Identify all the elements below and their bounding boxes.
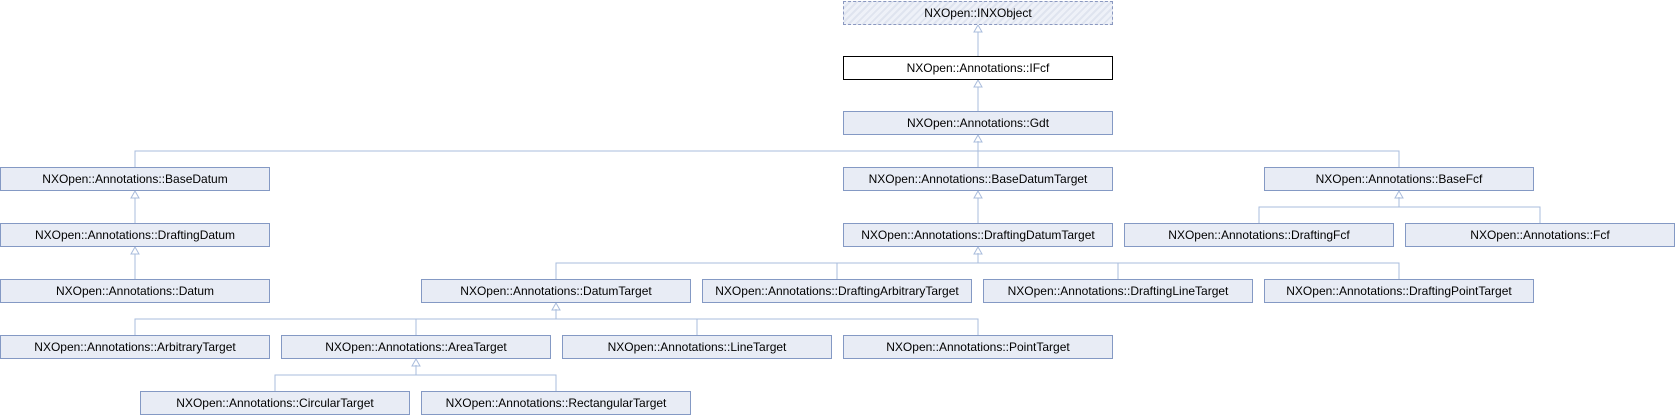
class-node-drafting-datum[interactable]: NXOpen::Annotations::DraftingDatum — [0, 223, 270, 247]
class-node-datum[interactable]: NXOpen::Annotations::Datum — [0, 279, 270, 303]
class-node-ifcf[interactable]: NXOpen::Annotations::IFcf — [843, 56, 1113, 80]
inheritance-arrowhead — [551, 301, 561, 311]
inheritance-edge — [415, 365, 557, 391]
inheritance-edge — [274, 365, 417, 391]
class-node-drafting-fcf[interactable]: NXOpen::Annotations::DraftingFcf — [1124, 223, 1394, 247]
inheritance-arrowhead — [973, 78, 983, 88]
class-node-drafting-datum-target[interactable]: NXOpen::Annotations::DraftingDatumTarget — [843, 223, 1113, 247]
class-node-line-target[interactable]: NXOpen::Annotations::LineTarget — [562, 335, 832, 359]
class-node-drafting-arbitrary-target[interactable]: NXOpen::Annotations::DraftingArbitraryTa… — [702, 279, 972, 303]
class-node-inxobject[interactable]: NXOpen::INXObject — [843, 1, 1113, 25]
inheritance-edge — [977, 253, 1119, 279]
class-node-base-datum[interactable]: NXOpen::Annotations::BaseDatum — [0, 167, 270, 191]
class-node-drafting-point-target[interactable]: NXOpen::Annotations::DraftingPointTarget — [1264, 279, 1534, 303]
inheritance-edge — [134, 141, 979, 167]
inheritance-edge — [555, 253, 979, 279]
inheritance-edge — [836, 253, 979, 279]
inheritance-edge — [134, 309, 557, 335]
inheritance-edge — [415, 309, 557, 335]
inheritance-edge — [977, 253, 1400, 279]
inheritance-edge — [555, 309, 698, 335]
class-node-datum-target[interactable]: NXOpen::Annotations::DatumTarget — [421, 279, 691, 303]
inheritance-arrowhead — [130, 245, 140, 255]
inheritance-arrowhead — [973, 133, 983, 143]
inheritance-arrowhead — [1394, 189, 1404, 199]
inheritance-arrowhead — [973, 245, 983, 255]
class-node-base-fcf[interactable]: NXOpen::Annotations::BaseFcf — [1264, 167, 1534, 191]
inheritance-edge — [555, 309, 979, 335]
class-node-rectangular-target[interactable]: NXOpen::Annotations::RectangularTarget — [421, 391, 691, 415]
class-node-base-datum-target[interactable]: NXOpen::Annotations::BaseDatumTarget — [843, 167, 1113, 191]
inheritance-arrowhead — [130, 189, 140, 199]
class-node-area-target[interactable]: NXOpen::Annotations::AreaTarget — [281, 335, 551, 359]
inheritance-edge — [1258, 197, 1400, 223]
class-node-drafting-line-target[interactable]: NXOpen::Annotations::DraftingLineTarget — [983, 279, 1253, 303]
class-node-point-target[interactable]: NXOpen::Annotations::PointTarget — [843, 335, 1113, 359]
class-node-arbitrary-target[interactable]: NXOpen::Annotations::ArbitraryTarget — [0, 335, 270, 359]
inheritance-edge — [1398, 197, 1541, 223]
class-node-fcf[interactable]: NXOpen::Annotations::Fcf — [1405, 223, 1675, 247]
class-node-gdt[interactable]: NXOpen::Annotations::Gdt — [843, 111, 1113, 135]
inheritance-arrowhead — [973, 23, 983, 33]
class-node-circular-target[interactable]: NXOpen::Annotations::CircularTarget — [140, 391, 410, 415]
inheritance-edge — [977, 141, 1400, 167]
inheritance-arrowhead — [973, 189, 983, 199]
inheritance-arrowhead — [411, 357, 421, 367]
